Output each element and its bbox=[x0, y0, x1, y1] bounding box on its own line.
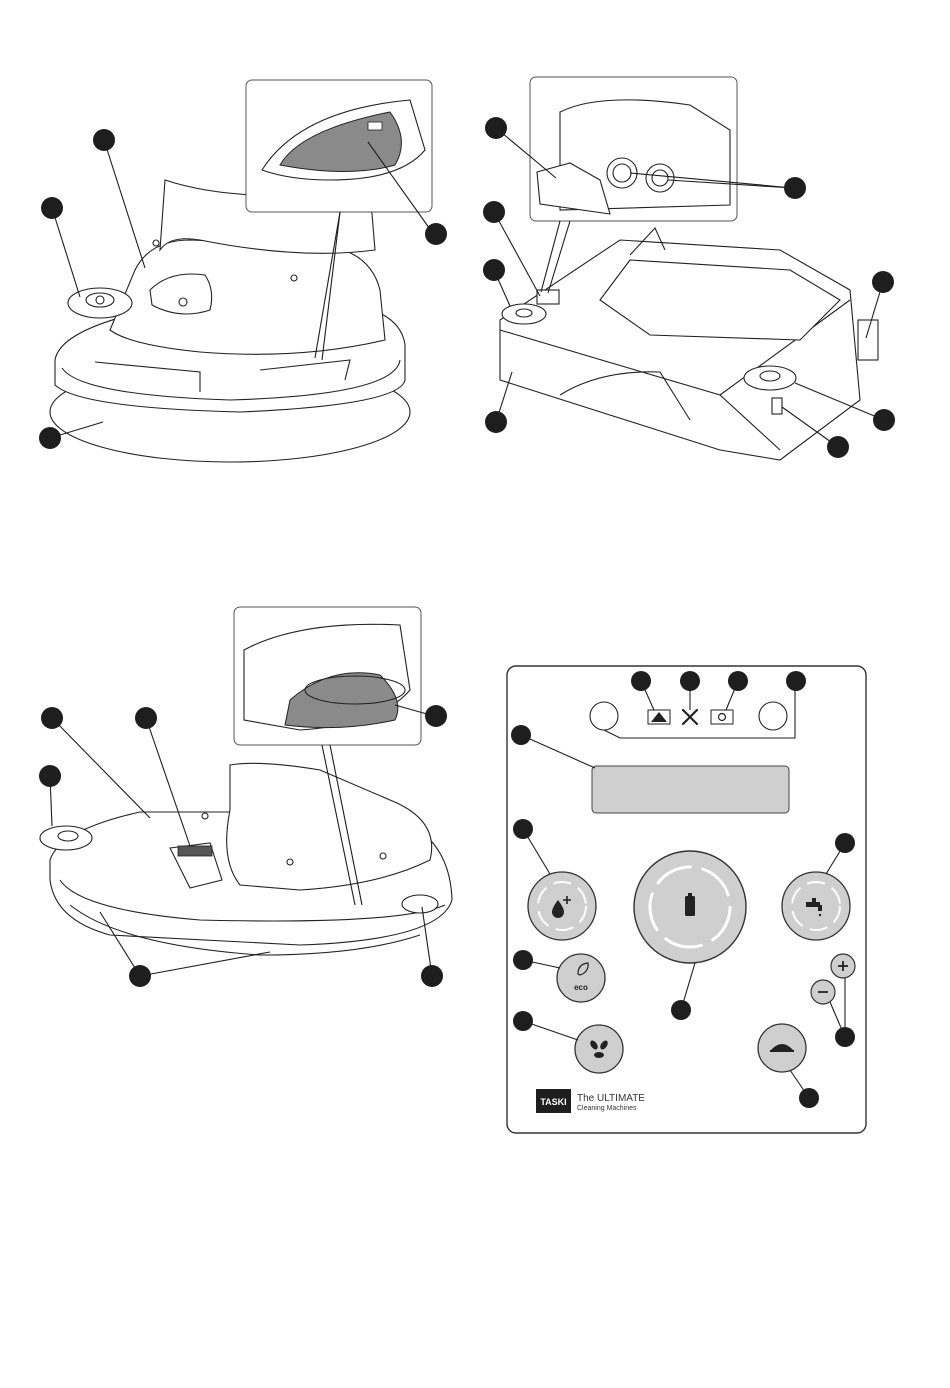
tagline-line1: The ULTIMATE bbox=[577, 1093, 645, 1104]
indicator-light-left bbox=[590, 702, 618, 730]
minus-button[interactable] bbox=[811, 980, 835, 1004]
battery-charge-icon bbox=[711, 710, 733, 724]
eco-label: eco bbox=[574, 983, 588, 992]
figure-machine-rear-right bbox=[483, 77, 895, 460]
callout-dot bbox=[786, 671, 806, 691]
battery-icon bbox=[685, 893, 695, 916]
eco-button[interactable]: eco bbox=[557, 954, 605, 1002]
figure-machine-top-left bbox=[39, 80, 447, 462]
wheel-knob bbox=[40, 826, 92, 850]
indicator-light-right bbox=[759, 702, 787, 730]
callout-dot bbox=[425, 705, 447, 727]
wheel-knob bbox=[402, 895, 438, 913]
wheel-knob bbox=[744, 366, 796, 390]
vacuum-fan-button[interactable] bbox=[575, 1025, 623, 1073]
warning-icon bbox=[648, 710, 670, 724]
callout-dot bbox=[425, 223, 447, 245]
main-start-button[interactable] bbox=[634, 851, 746, 963]
taski-logo: TASKI bbox=[536, 1089, 571, 1113]
plus-button[interactable] bbox=[831, 954, 855, 978]
wheel-knob bbox=[502, 304, 546, 324]
tagline-line2: Cleaning Machines bbox=[577, 1105, 637, 1112]
figure-machine-side-left bbox=[39, 607, 452, 987]
brush-button[interactable] bbox=[758, 1024, 806, 1072]
water-dosing-button[interactable] bbox=[528, 872, 596, 940]
logo-brand: TASKI bbox=[540, 1097, 566, 1107]
switch bbox=[772, 398, 782, 414]
callout-dot bbox=[784, 177, 806, 199]
control-panel: eco bbox=[507, 666, 866, 1133]
faucet-button[interactable] bbox=[782, 872, 850, 940]
display-screen bbox=[592, 766, 789, 813]
